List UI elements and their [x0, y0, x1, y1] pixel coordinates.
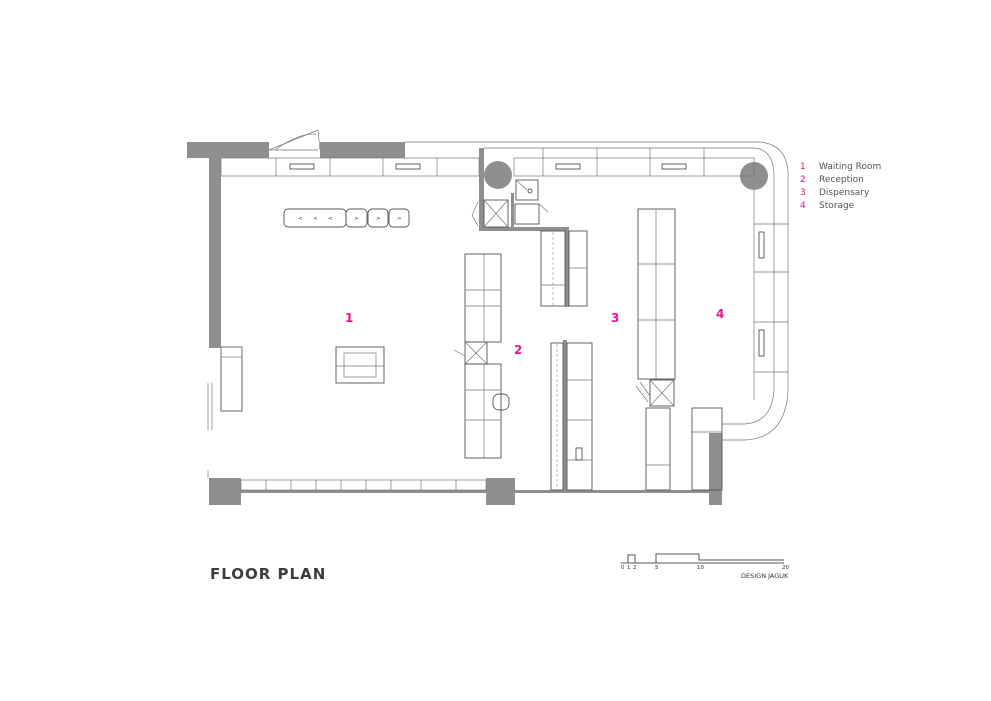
room-label-1: 1 — [345, 311, 353, 325]
dispensary-shelves — [540, 230, 593, 491]
design-credit: DESIGN JAGUK — [741, 572, 789, 580]
svg-text:>: > — [376, 216, 381, 222]
storage-shelves — [635, 208, 723, 491]
room-label-3: 3 — [611, 311, 619, 325]
scale-tick-1: 1 — [627, 565, 631, 571]
svg-text:<: < — [298, 216, 303, 222]
window-counters — [220, 141, 789, 441]
waiting-seats: < < < > > > — [283, 208, 410, 228]
entrance-door — [268, 129, 321, 151]
svg-text:>: > — [397, 216, 402, 222]
svg-text:<: < — [313, 216, 318, 222]
scale-tick-5: 5 — [655, 565, 659, 571]
scale-tick-2: 2 — [633, 565, 637, 571]
room-label-4: 4 — [716, 307, 724, 321]
walls — [187, 142, 722, 505]
page-title: FLOOR PLAN — [210, 565, 327, 583]
center-table — [335, 346, 385, 384]
scale-tick-0: 0 — [621, 565, 625, 571]
left-bench — [207, 346, 243, 478]
columns — [484, 161, 768, 190]
utility-block — [471, 179, 549, 228]
svg-text:>: > — [354, 216, 359, 222]
scale-tick-20: 20 — [782, 565, 789, 571]
scale-tick-10: 10 — [697, 565, 704, 571]
reception-desk — [453, 253, 510, 459]
svg-text:<: < — [328, 216, 333, 222]
scale-bar: 0 1 2 5 10 20 — [621, 553, 789, 571]
room-label-2: 2 — [514, 343, 522, 357]
bottom-sill — [240, 479, 487, 491]
